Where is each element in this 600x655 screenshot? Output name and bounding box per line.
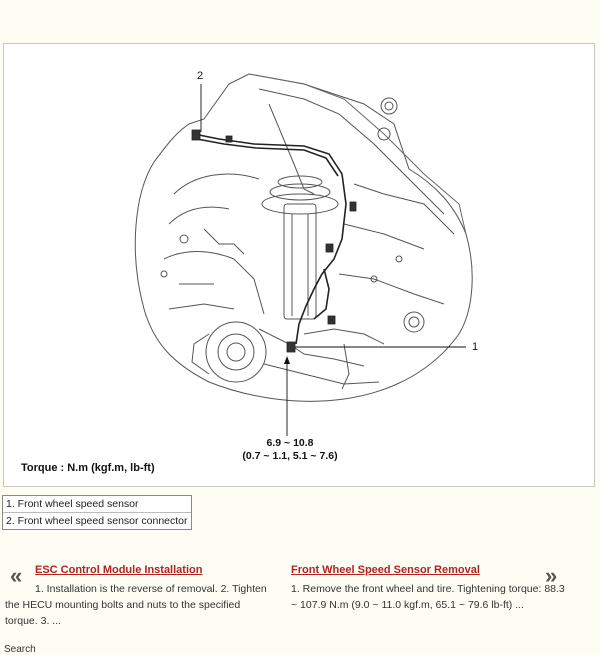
- legend-item: 1. Front wheel speed sensor: [3, 496, 191, 513]
- next-arrow-icon[interactable]: »: [545, 563, 558, 588]
- prev-page-link[interactable]: ESC Control Module Installation: [35, 564, 203, 576]
- torque-units-label: Torque : N.m (kgf.m, lb-ft): [21, 462, 155, 474]
- torque-value: 6.9 ~ 10.8: [266, 437, 314, 449]
- prev-arrow-icon[interactable]: «: [10, 563, 23, 588]
- footer-fragment: Search: [4, 644, 36, 655]
- prev-page-description: 1. Installation is the reverse of remova…: [5, 583, 267, 627]
- legend-item: 2. Front wheel speed sensor connector: [6, 515, 188, 527]
- suspension-line-drawing: [134, 73, 473, 436]
- torque-arrow-icon: [284, 356, 290, 364]
- legend-table: 1. Front wheel speed sensor 2. Front whe…: [2, 495, 192, 530]
- torque-spec: 6.9 ~ 10.8 (0.7 ~ 1.1, 5.1 ~ 7.6): [234, 437, 346, 463]
- next-page-link[interactable]: Front Wheel Speed Sensor Removal: [291, 564, 480, 576]
- torque-value-alt: (0.7 ~ 1.1, 5.1 ~ 7.6): [242, 450, 338, 462]
- callout-1: 1: [472, 341, 479, 353]
- next-page-description: 1. Remove the front wheel and tire. Tigh…: [291, 583, 565, 611]
- callout-2: 2: [197, 70, 204, 82]
- diagram-figure: 2 1 6.9 ~ 10.8 (0.7 ~ 1.1, 5.1 ~ 7.6) To…: [3, 43, 595, 487]
